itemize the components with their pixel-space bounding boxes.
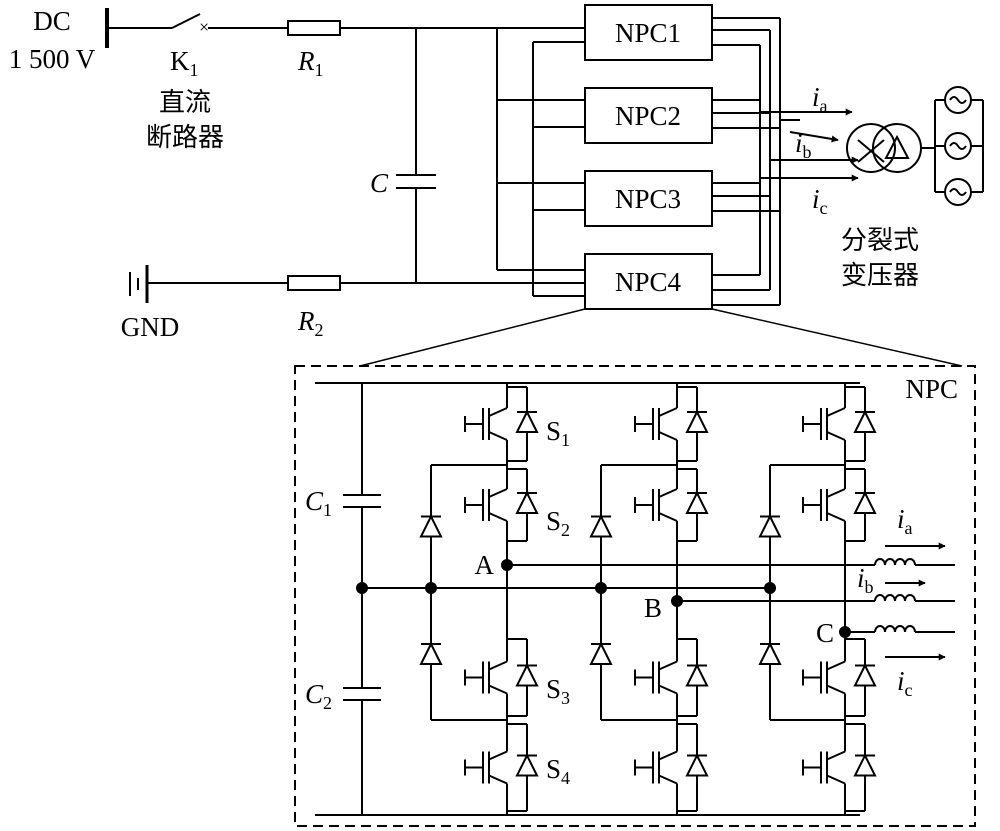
leg-a-clamp-diode-upper	[419, 514, 443, 538]
node-c-label: C	[816, 618, 834, 648]
resistor-r1	[287, 20, 341, 36]
voltage-label: 1 500 V	[9, 44, 96, 74]
npc1-label: NPC1	[615, 18, 681, 48]
leg-c-neutral-dot	[764, 582, 776, 594]
resistor-r1-label: R1	[297, 46, 324, 80]
npc2-box	[584, 87, 713, 144]
leg-b-clamp-diode-upper	[589, 514, 613, 538]
npc3-label: NPC3	[615, 184, 681, 214]
switch-s2-label: S2	[546, 506, 570, 540]
transformer-primary	[846, 123, 896, 173]
npc1-box	[584, 4, 713, 61]
leg-a-s1-diode	[515, 409, 539, 433]
switch-s3-label: S3	[546, 674, 570, 708]
switch-s1-label: S1	[546, 416, 570, 450]
leg-a-neutral-dot	[425, 582, 437, 594]
switch-s4-label: S4	[546, 754, 570, 788]
leg-c-s3-diode	[853, 663, 877, 687]
transformer-secondary	[872, 123, 922, 173]
ac-source-1	[944, 86, 972, 114]
leg-a-clamp-diode-lower	[419, 641, 443, 665]
ac-source-3	[944, 178, 972, 206]
bridge-legs	[356, 383, 955, 815]
leg-c-s4-diode	[853, 753, 877, 777]
capacitor-c1-label: C1	[305, 486, 332, 520]
npc-detail-frame	[294, 365, 976, 827]
transformer-label-line1: 分裂式	[841, 226, 919, 256]
npc-detail-title: NPC	[905, 374, 958, 404]
breaker-label-line1: 直流	[159, 88, 211, 118]
ac-source-2	[944, 132, 972, 160]
resistor-r2	[287, 275, 341, 291]
breaker-label-line2: 断路器	[146, 123, 224, 153]
output-b-inductor	[874, 594, 916, 602]
npc2-label: NPC2	[615, 101, 681, 131]
switch-k1-label: K1	[170, 46, 199, 80]
npc3-box	[584, 170, 713, 227]
output-a-inductor	[874, 558, 916, 566]
capacitor-c2-label: C2	[305, 679, 332, 713]
leg-b-neutral-dot	[595, 582, 607, 594]
leg-a-s3-diode	[515, 663, 539, 687]
capacitor-midpoint-dot	[356, 582, 368, 594]
leg-b-clamp-diode-lower	[589, 641, 613, 665]
top-labels: DC 1 500 V K1 R1 直流 断路器 C GND R2 NPC1 NP…	[9, 6, 919, 342]
detail-current-ic-label: ic	[897, 666, 913, 700]
npc4-label: NPC4	[615, 267, 682, 297]
detail-current-ia-label: ia	[897, 504, 913, 538]
npc4-box	[584, 253, 713, 310]
leg-b-s1-diode	[685, 409, 709, 433]
current-ia-label: ia	[812, 82, 828, 116]
gnd-label: GND	[121, 312, 180, 342]
current-ic-label: ic	[812, 184, 828, 218]
leg-c-s2-diode	[853, 490, 877, 514]
leg-b-s2-diode	[685, 490, 709, 514]
leg-c-s1-diode	[853, 409, 877, 433]
dc-label: DC	[33, 6, 71, 36]
current-ib-label: ib	[795, 128, 812, 162]
leg-b-s3-diode	[685, 663, 709, 687]
leg-a-s2-diode	[515, 490, 539, 514]
output-c-inductor	[874, 625, 916, 633]
transformer-label-line2: 变压器	[841, 261, 919, 291]
node-b-label: B	[644, 593, 662, 623]
npc-detail	[294, 365, 976, 827]
node-a-label: A	[475, 550, 495, 580]
leg-c-clamp-diode-lower	[758, 641, 782, 665]
switch-x-mark: ×	[199, 17, 209, 37]
leg-b-s4-diode	[685, 753, 709, 777]
top-circuit: ×	[105, 4, 984, 367]
resistor-r2-label: R2	[297, 306, 324, 340]
switch-blade	[171, 13, 201, 29]
npc-detail-labels: NPC C1 C2 S1 S2 S3 S4 A B C ia ib ic	[305, 374, 958, 788]
detail-current-ib-label: ib	[857, 563, 874, 597]
leg-a-s4-diode	[515, 753, 539, 777]
capacitor-c-label: C	[370, 168, 389, 198]
leg-c-clamp-diode-upper	[758, 514, 782, 538]
